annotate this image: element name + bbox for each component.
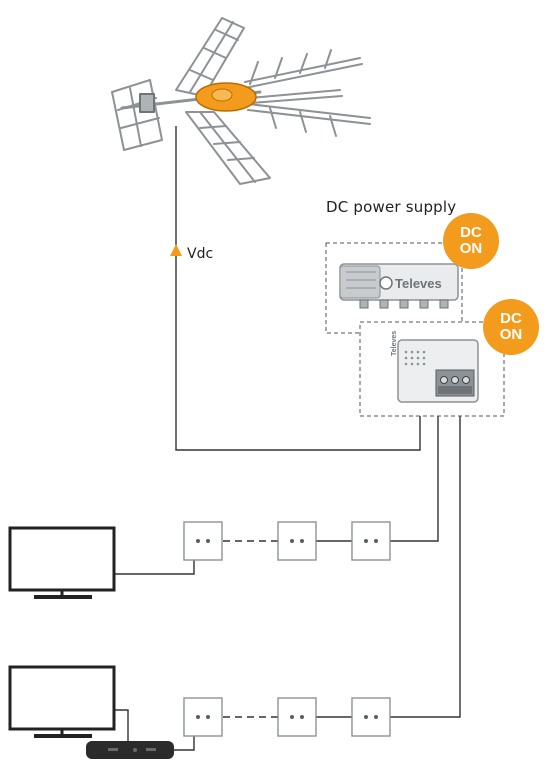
vdc-label: Vdc	[187, 246, 214, 262]
badge-line-2: ON	[499, 326, 523, 343]
wall-socket-icon	[351, 521, 391, 561]
dc-on-badge: DC ON	[443, 213, 499, 269]
tv-icon	[8, 665, 116, 738]
wall-socket-icon	[351, 697, 391, 737]
power-supply-title: DC power supply	[326, 198, 457, 216]
amplifier-unit	[359, 321, 505, 417]
dc-on-badge: DC ON	[483, 299, 539, 355]
coax-cables	[110, 126, 461, 751]
tv-icon	[8, 526, 116, 599]
power-supply-unit	[325, 242, 463, 334]
badge-line-2: ON	[459, 240, 483, 257]
yagi-antenna-icon	[111, 17, 371, 185]
supply-brand-label: Televes	[395, 276, 442, 291]
amplifier-brand-label: Televes	[391, 330, 398, 356]
wall-socket-icon	[183, 521, 223, 561]
badge-line-1: DC	[460, 224, 482, 241]
wall-socket-icon	[277, 697, 317, 737]
wall-socket-icon	[277, 521, 317, 561]
wall-socket-icon	[183, 697, 223, 737]
set-top-box-icon	[86, 741, 174, 759]
badge-line-1: DC	[500, 310, 522, 327]
arrow-up-icon	[170, 244, 182, 256]
